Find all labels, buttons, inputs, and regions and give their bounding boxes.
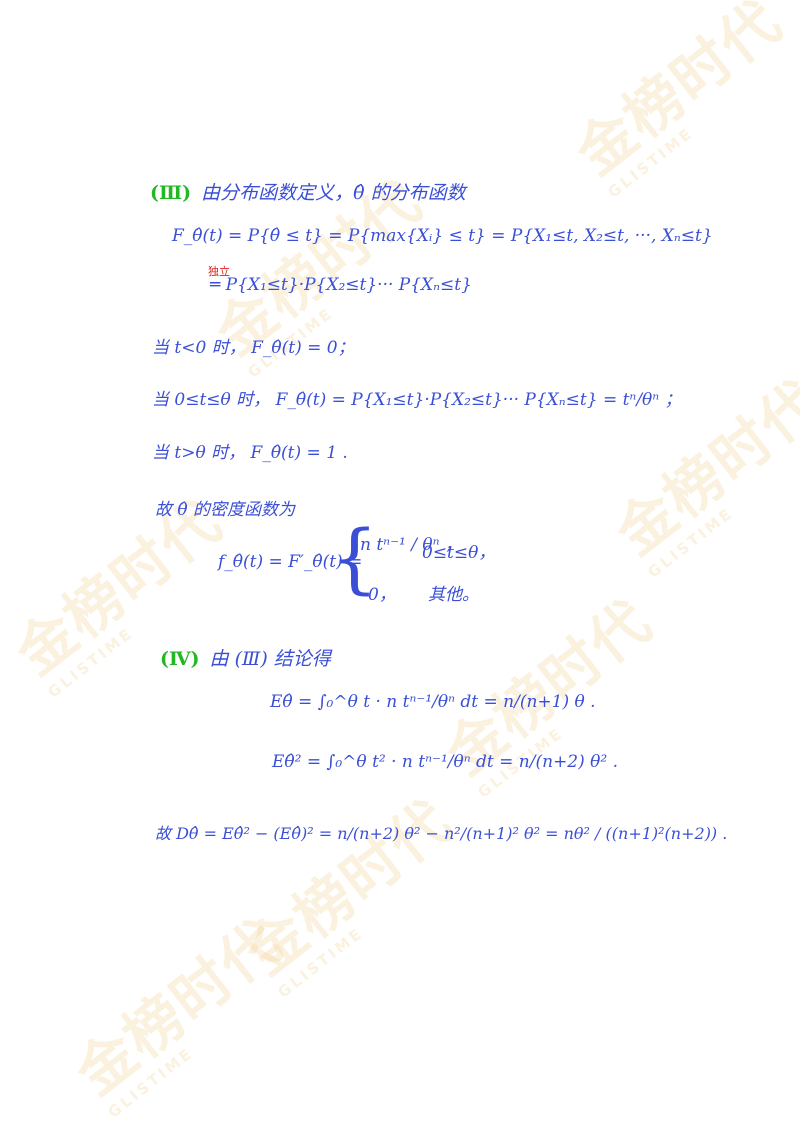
part4-marker: (Ⅳ): [160, 648, 200, 670]
part4-heading: (Ⅳ) 由 (Ⅲ) 结论得: [160, 644, 331, 671]
part4-intro: 由 (Ⅲ) 结论得: [209, 648, 331, 670]
density-case1-expr: n tⁿ⁻¹ / θⁿ ，: [360, 535, 462, 555]
expectation-line: Eθ̂ = ∫₀^θ t · n tⁿ⁻¹/θⁿ dt = n/(n+1) θ …: [270, 692, 596, 712]
part3-marker: (Ⅲ): [150, 182, 192, 204]
second-moment-line: Eθ̂² = ∫₀^θ t² · n tⁿ⁻¹/θⁿ dt = n/(n+2) …: [272, 752, 619, 772]
cdf-definition-line: F_θ̂(t) = P{θ̂ ≤ t} = P{max{Xᵢ} ≤ t} = P…: [172, 226, 713, 246]
cdf-case-large: 当 t>θ 时， F_θ̂(t) = 1 .: [152, 443, 348, 463]
density-lhs: f_θ̂(t) = F′_θ̂(t) =: [218, 552, 363, 572]
cdf-product-line: ═ P{X₁≤t}·P{X₂≤t}··· P{Xₙ≤t}: [210, 275, 472, 295]
density-intro: 故 θ̂ 的密度函数为: [155, 500, 296, 520]
density-case1-cond: 0≤t≤θ，: [422, 543, 496, 563]
part3-heading: (Ⅲ) 由分布函数定义，θ̂ 的分布函数: [150, 178, 466, 205]
part3-intro: 由分布函数定义，θ̂ 的分布函数: [201, 182, 466, 204]
cdf-case-middle: 当 0≤t≤θ 时， F_θ̂(t) = P{X₁≤t}·P{X₂≤t}··· …: [152, 390, 682, 410]
density-case2-expr: 0，: [368, 585, 396, 605]
piecewise-brace: {: [330, 513, 379, 602]
density-case2-cond: 其他。: [428, 585, 479, 605]
variance-line: 故 Dθ̂ = Eθ̂² − (Eθ̂)² = n/(n+2) θ² − n²/…: [155, 824, 728, 843]
independence-note: 独立: [208, 265, 230, 278]
cdf-case-negative: 当 t<0 时， F_θ̂(t) = 0；: [152, 338, 355, 358]
